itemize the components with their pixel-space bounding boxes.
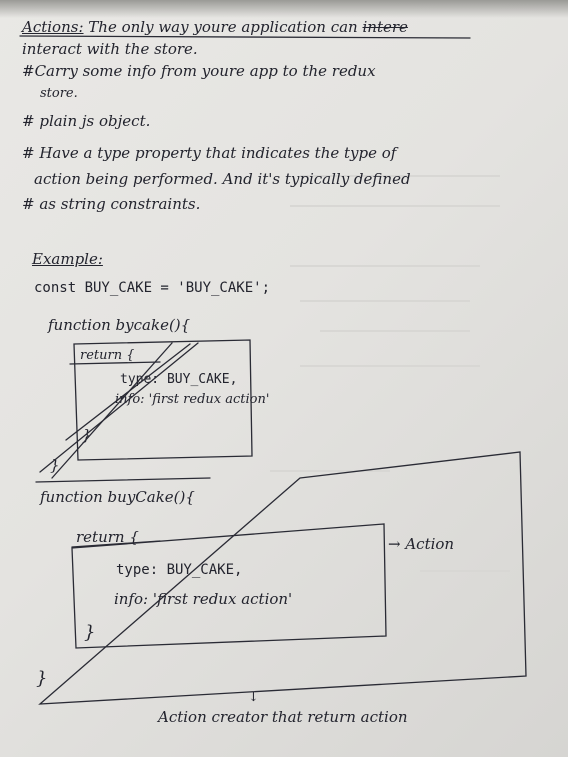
strike-line-3 xyxy=(65,343,191,441)
function-2-header: function buyCake(){ xyxy=(40,488,195,506)
function-2-close-outer: } xyxy=(36,668,48,689)
example-label: Example: xyxy=(32,250,103,268)
action-object-box xyxy=(71,523,387,649)
function-1-close-inner: } xyxy=(82,426,92,444)
function-1-header: function bycake(){ xyxy=(48,316,191,334)
strike-line-1 xyxy=(39,342,199,473)
function-1-return-underline xyxy=(69,361,161,365)
actions-heading: Actions: xyxy=(22,18,84,36)
strike-line-2 xyxy=(51,342,173,479)
action-label: → Action xyxy=(388,535,455,553)
note-line-7: action being performed. And it's typical… xyxy=(34,170,411,188)
down-arrow: ↓ xyxy=(248,690,259,705)
note-line-6: # Have a type property that indicates th… xyxy=(22,144,397,162)
struck-word: intere xyxy=(362,18,408,36)
function-1-info: info: 'first redux action' xyxy=(115,392,270,407)
return-underline xyxy=(71,540,161,548)
note-line-5: # plain js object. xyxy=(22,112,151,130)
note-line-3: #Carry some info from youre app to the r… xyxy=(22,62,376,80)
function-2-info: info: 'first redux action' xyxy=(114,590,293,608)
function-2-type: type: BUY_CAKE, xyxy=(116,562,243,578)
function-1-return: return { xyxy=(80,348,135,363)
note-line-1: Actions: The only way youre application … xyxy=(22,18,408,36)
function-2-close-inner: } xyxy=(84,622,96,643)
note-line-8: # as string constraints. xyxy=(22,195,201,213)
const-line: const BUY_CAKE = 'BUY_CAKE'; xyxy=(34,280,271,296)
function-2-return: return { xyxy=(76,528,139,546)
line1-text: The only way youre application can xyxy=(88,18,358,36)
action-creator-label: Action creator that return action xyxy=(158,708,408,726)
function-1-close-outer: } xyxy=(50,456,60,474)
note-line-4: store. xyxy=(40,86,78,101)
line1-underline xyxy=(19,35,471,39)
function-1-box xyxy=(73,339,253,461)
action-creator-box xyxy=(35,451,527,705)
page-shadow xyxy=(0,0,568,18)
note-line-2: interact with the store. xyxy=(22,40,198,58)
